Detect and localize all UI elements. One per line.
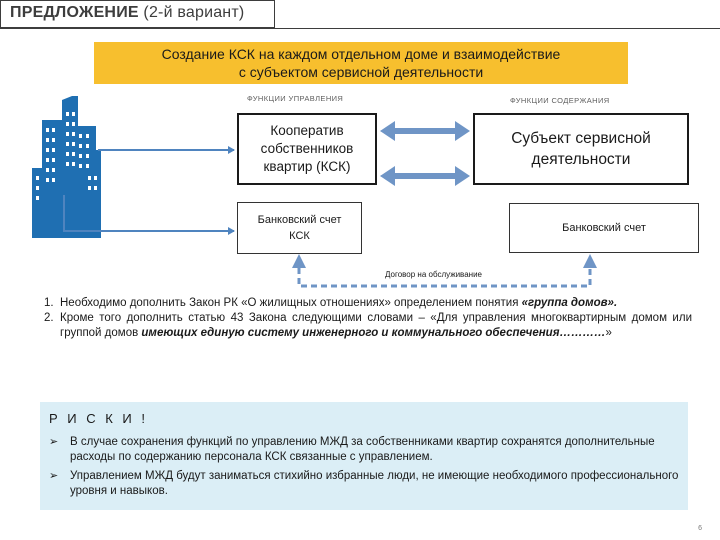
service-line-1: Субъект сервисной — [511, 130, 651, 147]
list-emphasis: имеющих единую систему инженерного и ком… — [141, 327, 606, 339]
ksk-line-3: квартир (КСК) — [263, 159, 351, 174]
risks-title: Р И С К И ! — [49, 411, 148, 426]
service-line-2: деятельности — [531, 151, 631, 168]
maintenance-functions-label: ФУНКЦИИ СОДЕРЖАНИЯ — [510, 96, 610, 105]
list-emphasis: «группа домов». — [521, 297, 618, 309]
service-entity-box: Субъект сервисной деятельности — [473, 113, 689, 185]
page-title: ПРЕДЛОЖЕНИЕ (2-й вариант) — [10, 4, 244, 22]
bank-label: Банковский счет — [562, 222, 646, 234]
banner-line-1: Создание КСК на каждом отдельном доме и … — [161, 46, 561, 62]
title-subtitle: (2-й вариант) — [143, 4, 245, 21]
risk-item: ➢ Управлением МЖД будут заниматься стихи… — [49, 469, 681, 499]
service-contract-label: Договор на обслуживание — [385, 270, 482, 279]
risks-panel: Р И С К И ! ➢ В случае сохранения функци… — [40, 402, 688, 510]
ksk-line-1: Кооператив — [270, 123, 344, 138]
page-number: 6 — [698, 525, 702, 532]
building-to-bank-arrow-icon — [63, 195, 235, 235]
list-tail: » — [605, 327, 612, 339]
risk-text: Управлением МЖД будут заниматься стихийн… — [70, 470, 679, 497]
arrow-bullet-icon: ➢ — [49, 470, 59, 482]
double-arrow-top-icon — [380, 121, 470, 141]
list-item: 2. Кроме того дополнить статью 43 Закона… — [44, 311, 692, 341]
proposal-list: 1. Необходимо дополнить Закон РК «О жили… — [44, 296, 692, 341]
list-number: 1. — [44, 297, 54, 309]
bank-ksk-line-1: Банковский счет — [257, 214, 342, 226]
service-bank-account-box: Банковский счет — [509, 203, 699, 253]
bank-ksk-line-2: КСК — [289, 230, 310, 242]
list-text: Необходимо дополнить Закон РК «О жилищны… — [60, 297, 522, 309]
banner-line-2: с субъектом сервисной деятельности — [238, 64, 484, 80]
contract-connector-icon — [292, 254, 597, 288]
title-frame — [0, 0, 275, 28]
ksk-bank-account-box: Банковский счет КСК — [237, 202, 362, 254]
double-arrow-bottom-icon — [380, 166, 470, 186]
title-main: ПРЕДЛОЖЕНИЕ — [10, 4, 139, 21]
list-item: 1. Необходимо дополнить Закон РК «О жили… — [44, 296, 692, 311]
city-buildings-icon — [32, 96, 101, 238]
ksk-cooperative-box: Кооператив собственников квартир (КСК) — [237, 113, 377, 185]
header-rule — [0, 28, 720, 29]
list-number: 2. — [44, 312, 54, 324]
arrow-bullet-icon: ➢ — [49, 436, 59, 448]
list-text: Кроме того дополнить статью 43 Закона сл… — [60, 312, 692, 339]
management-functions-label: ФУНКЦИИ УПРАВЛЕНИЯ — [247, 94, 344, 103]
risk-item: ➢ В случае сохранения функций по управле… — [49, 435, 681, 465]
ksk-line-2: собственников — [260, 141, 354, 156]
risk-text: В случае сохранения функций по управлени… — [70, 436, 655, 463]
proposal-banner: Создание КСК на каждом отдельном доме и … — [94, 42, 628, 84]
